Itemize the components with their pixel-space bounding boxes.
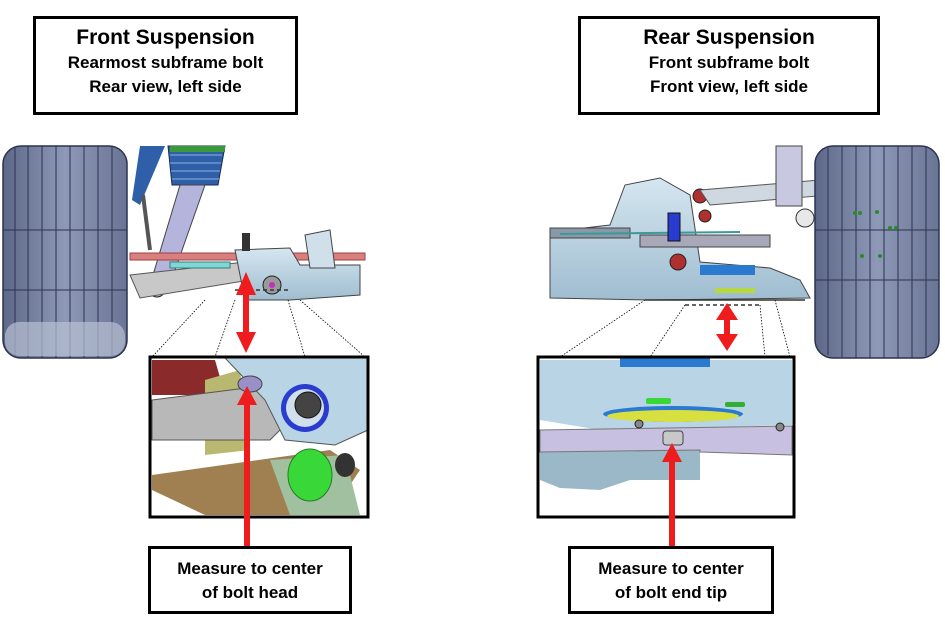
rear-double-arrow-icon <box>716 303 738 351</box>
front-suspension-render <box>2 145 366 359</box>
rear-shock <box>775 145 815 228</box>
front-callout-line1: Measure to center <box>177 559 323 578</box>
front-callout-line2: of bolt head <box>201 583 299 602</box>
rear-title-box: Rear Suspension Front subframe bolt Fron… <box>578 16 880 115</box>
rear-subtitle-line2: Front view, left side <box>649 77 809 96</box>
front-double-arrow-icon <box>236 272 256 353</box>
rear-subframe <box>549 177 831 306</box>
front-title: Front Suspension <box>76 26 255 49</box>
rear-pointer-arrow-icon <box>662 443 682 548</box>
rear-callout-line1: Measure to center <box>598 559 744 578</box>
front-callout-box: Measure to center of bolt head <box>148 546 352 614</box>
front-pointer-arrow-icon <box>237 386 257 548</box>
rear-tire <box>814 145 940 359</box>
front-subframe <box>234 229 361 301</box>
rear-callout-line2: of bolt end tip <box>614 583 728 602</box>
front-zoom-guides <box>151 299 366 358</box>
front-subtitle-line2: Rear view, left side <box>89 77 242 96</box>
rear-callout-box: Measure to center of bolt end tip <box>568 546 774 614</box>
rear-suspension-render <box>549 145 940 359</box>
rear-title: Rear Suspension <box>643 26 815 49</box>
rear-zoom-guides <box>559 299 791 358</box>
front-title-box: Front Suspension Rearmost subframe bolt … <box>33 16 298 115</box>
rear-detail-inset <box>536 355 796 519</box>
front-tire <box>2 145 128 359</box>
front-subtitle-line1: Rearmost subframe bolt <box>67 53 264 72</box>
rear-subtitle-line1: Front subframe bolt <box>648 53 810 72</box>
front-detail-inset <box>148 355 370 519</box>
